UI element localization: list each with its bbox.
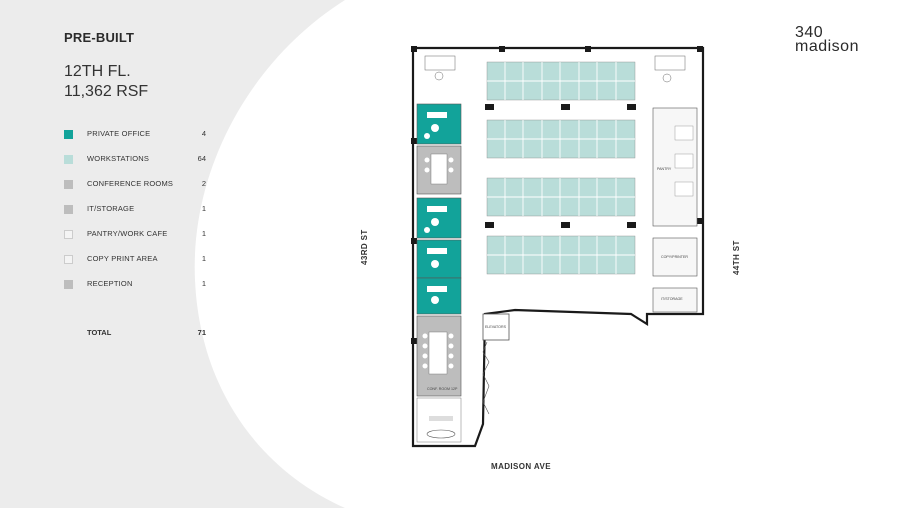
total-row: TOTAL 71 — [64, 328, 214, 342]
legend-count: 4 — [201, 129, 206, 138]
legend-label: COPY PRINT AREA — [87, 254, 158, 263]
legend-item: PANTRY/WORK CAFE 1 — [64, 228, 214, 253]
street-label-madison: MADISON AVE — [491, 462, 551, 471]
logo-number: 340 — [795, 24, 824, 41]
legend-count: 1 — [201, 204, 206, 213]
legend-swatch — [64, 205, 73, 214]
legend-label: RECEPTION — [87, 279, 133, 288]
copy-print-area: COPY/PRINTER — [652, 237, 698, 277]
private-office-1 — [416, 103, 462, 145]
workstation-desk-dividers — [487, 62, 635, 274]
total-label: TOTAL — [87, 328, 112, 337]
legend-count: 64 — [197, 154, 206, 163]
legend-count: 2 — [201, 179, 206, 188]
legend-label: PRIVATE OFFICE — [87, 129, 151, 138]
lounge-right — [654, 55, 686, 83]
legend-count: 1 — [201, 254, 206, 263]
legend-item: WORKSTATIONS 64 — [64, 153, 214, 178]
legend-swatch — [64, 180, 73, 189]
legend-count: 1 — [201, 279, 206, 288]
legend-swatch — [64, 280, 73, 289]
lounge-left — [424, 55, 456, 81]
logo-word: madison — [795, 38, 859, 55]
private-office-4 — [416, 277, 462, 315]
legend-label: PANTRY/WORK CAFE — [87, 229, 168, 238]
legend-item: PRIVATE OFFICE 4 — [64, 128, 214, 153]
floor-plan: CONF. ROOM 12P PANTRY — [411, 46, 705, 448]
conf-room-label: CONF. ROOM 12P — [427, 387, 458, 391]
legend-label: IT/STORAGE — [87, 204, 135, 213]
copy-label: COPY/PRINTER — [661, 255, 688, 259]
wall-columns — [411, 46, 703, 344]
conference-room-small — [416, 145, 462, 195]
street-label-44th: 44TH ST — [732, 240, 741, 275]
it-storage: IT/STORAGE — [652, 287, 698, 313]
exterior-walls — [411, 46, 705, 448]
conference-room-12p: CONF. ROOM 12P — [416, 315, 462, 397]
pantry: PANTRY — [652, 107, 698, 227]
floor-number: 12TH FL. — [64, 63, 131, 80]
street-label-43rd: 43RD ST — [360, 229, 369, 265]
legend-swatch — [64, 130, 73, 139]
floor-area: 11,362 RSF — [64, 83, 149, 100]
elevator-core: ELEVATORS — [482, 313, 510, 415]
logo: 340 madison — [795, 24, 885, 55]
total-count: 71 — [197, 328, 206, 337]
legend-item: CONFERENCE ROOMS 2 — [64, 178, 214, 203]
legend-count: 1 — [201, 229, 206, 238]
legend-swatch — [64, 155, 73, 164]
legend-label: CONFERENCE ROOMS — [87, 179, 174, 188]
legend-item: IT/STORAGE 1 — [64, 203, 214, 228]
pantry-label: PANTRY — [657, 167, 672, 171]
elevator-label: ELEVATORS — [485, 325, 507, 329]
legend-swatch — [64, 230, 73, 239]
legend-label: WORKSTATIONS — [87, 154, 150, 163]
it-label: IT/STORAGE — [661, 297, 683, 301]
legend-item: COPY PRINT AREA 1 — [64, 253, 214, 278]
private-office-2 — [416, 197, 462, 239]
pre-built-tag: PRE-BUILT — [64, 30, 135, 45]
legend-item: RECEPTION 1 — [64, 278, 214, 303]
summary-panel: PRE-BUILT 12TH FL. 11,362 RSF — [64, 30, 224, 102]
floor-info: 12TH FL. 11,362 RSF — [64, 62, 224, 102]
reception-area — [416, 397, 462, 443]
private-office-3 — [416, 239, 462, 279]
legend: PRIVATE OFFICE 4 WORKSTATIONS 64 CONFERE… — [64, 128, 214, 303]
legend-swatch — [64, 255, 73, 264]
